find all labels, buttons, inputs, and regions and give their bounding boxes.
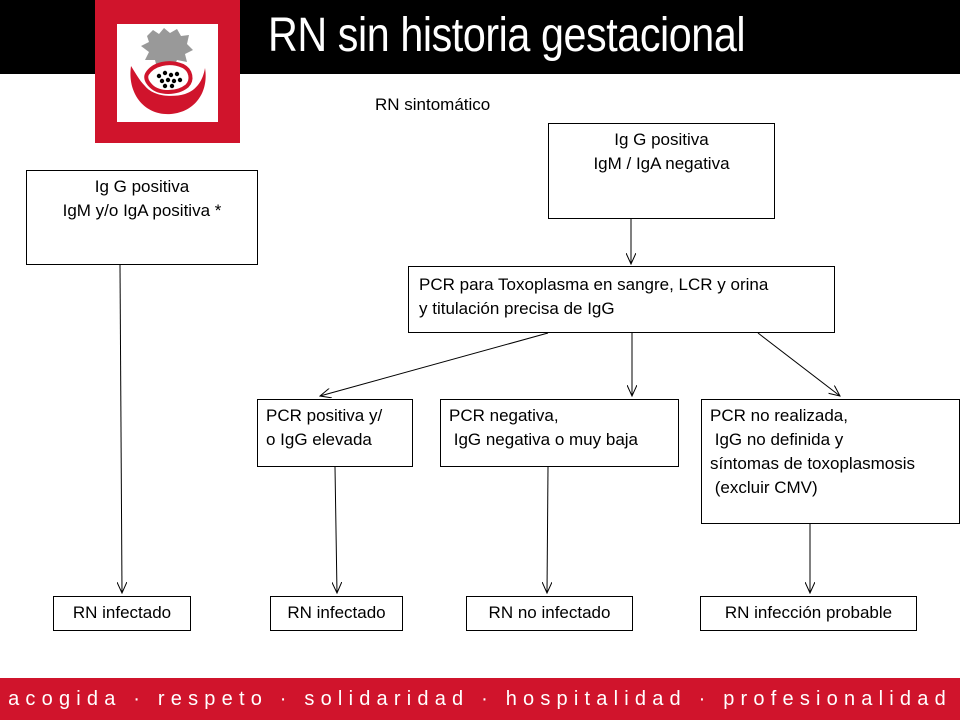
node-line: Ig G positiva <box>614 130 709 149</box>
arrow-iggpos-to-result1 <box>120 264 122 593</box>
node-line: IgM / IgA negativa <box>593 154 730 173</box>
node-line: IgM y/o IgA positiva * <box>62 201 222 220</box>
node-line: IgG no definida y <box>710 430 844 449</box>
node-line: RN infectado <box>72 603 172 622</box>
logo-emblem <box>117 24 218 122</box>
node-line: síntomas de toxoplasmosis <box>710 454 916 473</box>
arrow-positive-to-result2 <box>335 466 337 593</box>
node-line: y titulación precisa de IgG <box>419 299 615 318</box>
result-infected-2: RN infectado <box>270 596 403 631</box>
node-line: PCR no realizada, <box>710 406 848 425</box>
node-pcr-not-done: PCR no realizada, IgG no definida y sínt… <box>701 399 960 524</box>
result-probable-infection: RN infección probable <box>700 596 917 631</box>
logo-graphic-icon <box>130 28 206 115</box>
arrow-pcr-to-positive <box>320 332 549 396</box>
node-line: PCR negativa, <box>449 406 559 425</box>
node-line: RN no infectado <box>488 603 611 622</box>
footer-motto: acogida · respeto · solidaridad · hospit… <box>8 688 952 710</box>
node-line: Ig G positiva <box>94 177 190 196</box>
arrow-pcr-to-notdone <box>757 332 840 396</box>
node-pcr-positive: PCR positiva y/ o IgG elevada <box>257 399 413 467</box>
node-line: RN infectado <box>287 603 386 622</box>
node-line: (excluir CMV) <box>710 478 818 497</box>
node-line: PCR para Toxoplasma en sangre, LCR y ori… <box>419 275 769 294</box>
node-line: o IgG elevada <box>266 430 372 449</box>
footer-bar: acogida · respeto · solidaridad · hospit… <box>0 678 960 720</box>
page-title: RN sin historia gestacional <box>268 9 746 62</box>
node-pcr-negative: PCR negativa, IgG negativa o muy baja <box>440 399 679 467</box>
diagram-subtitle: RN sintomático <box>375 95 491 114</box>
node-igg-igm-iga-negative: Ig G positiva IgM / IgA negativa <box>548 123 775 219</box>
result-not-infected: RN no infectado <box>466 596 633 631</box>
hospital-logo <box>95 0 240 143</box>
node-line: RN infección probable <box>724 603 893 622</box>
node-pcr-tests: PCR para Toxoplasma en sangre, LCR y ori… <box>408 266 835 333</box>
node-igg-igm-iga-positive: Ig G positiva IgM y/o IgA positiva * <box>26 170 258 265</box>
node-line: IgG negativa o muy baja <box>449 430 639 449</box>
result-infected-1: RN infectado <box>53 596 191 631</box>
node-line: PCR positiva y/ <box>266 406 383 425</box>
arrow-negative-to-result3 <box>547 466 548 593</box>
